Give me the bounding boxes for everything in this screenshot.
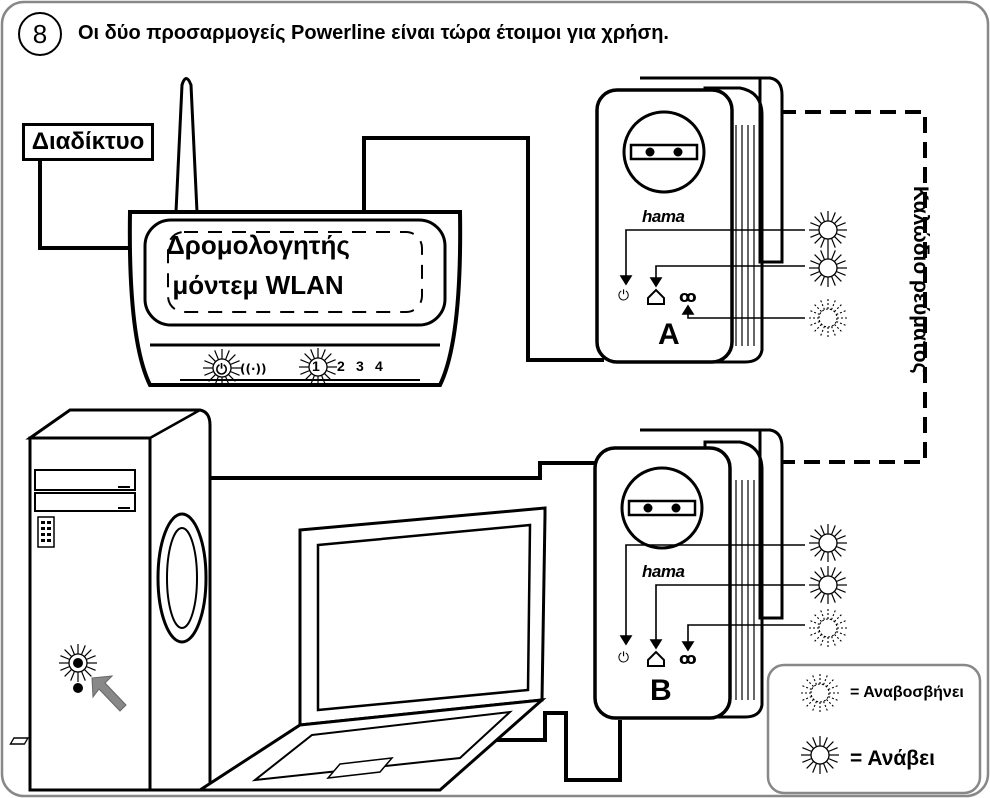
legend-lit-label: = Ανάβει [850,747,935,770]
pc-tower-side [25,408,212,792]
router-label-line1: Δρομολογητής [166,230,350,260]
adapter-a-power-led-lit [808,210,848,250]
adapter-b-back [640,428,784,620]
wiring-label: Καλώδιο ρεύματος [909,186,932,374]
pointer-arrow-icon [91,675,127,712]
adapter-a-network-led-blinking [808,298,848,338]
adapter-a-brand-logo: hama [642,207,685,226]
adapter-b-led-leaders [619,544,805,652]
adapter-b-brand-logo: hama [642,562,685,581]
adapter-a-socket-pin-right [673,147,683,157]
cables [38,136,622,782]
power-icon: ⏻ [216,362,227,378]
laptop [9,506,547,792]
adapter-a-back [640,76,784,264]
internet-cable [38,160,148,250]
adapter-a-label: A [658,318,680,351]
adapter-b-label: B [650,674,672,707]
legend-blinking-symbol [800,673,840,713]
adapter-b: ⏻ ꝏ [593,428,784,720]
router-dashed-label-area [167,231,423,313]
laptop-to-adapter-b-cable [438,711,622,782]
pc-drive-bay-1 [34,469,136,491]
adapter-b-socket-slot [627,499,697,517]
router-to-adapter-a-cable [362,136,604,362]
adapter-b-network-led-blinking [808,608,848,648]
adapter-b-power-led-lit [808,523,848,563]
page-title: Οι δύο προσαρμογείς Powerline είναι τώρα… [78,22,669,44]
adapter-a-side [703,86,764,364]
internet-label: Διαδίκτυο [22,123,154,161]
router-port-label: 1 [312,358,320,374]
adapter-a-vents [735,125,755,346]
router-port-label: 2 [337,358,345,374]
pc-speaker-inner [166,527,198,629]
pc-button-panel [37,516,55,548]
adapter-b-side [703,440,764,719]
desktop-pc [25,408,212,792]
laptop-touchpad [326,757,394,779]
laptop-screen [316,523,532,712]
adapter-a-socket-slot [629,143,699,161]
adapter-b-socket-pin-right [671,503,681,513]
adapter-a-led-leaders [619,229,805,319]
step-number: 8 [18,12,62,56]
adapter-b-home-led-lit [808,565,848,605]
adapter-b-socket-pin-left [643,503,653,513]
adapter-a-home-led-lit [808,248,848,288]
pc-to-adapter-b-cable [205,461,604,480]
home-icon [647,288,665,305]
router: ⏻ ((·)) [127,77,463,388]
adapter-b-vents [735,480,755,700]
router-label-line2: μόντεμ WLAN [172,270,344,300]
laptop-keyboard [251,710,513,782]
home-icon [647,650,665,667]
router-antenna [174,77,199,214]
adapter-a: ⏻ ꝏ [595,76,784,364]
legend-blinking-label: = Αναβοσβήνει [850,684,964,701]
power-icon: ⏻ [618,288,629,304]
pc-drive-bay-2 [34,492,136,512]
wlan-icon: ((·)) [240,362,267,376]
network-icon: ꝏ [679,649,697,668]
router-port-label: 4 [375,358,383,374]
adapter-a-socket-pin-left [645,147,655,157]
network-icon: ꝏ [679,287,697,306]
router-port-label: 3 [356,358,364,374]
power-icon: ⏻ [618,650,629,666]
legend-lit-symbol [800,735,840,775]
router-panel [143,218,447,327]
